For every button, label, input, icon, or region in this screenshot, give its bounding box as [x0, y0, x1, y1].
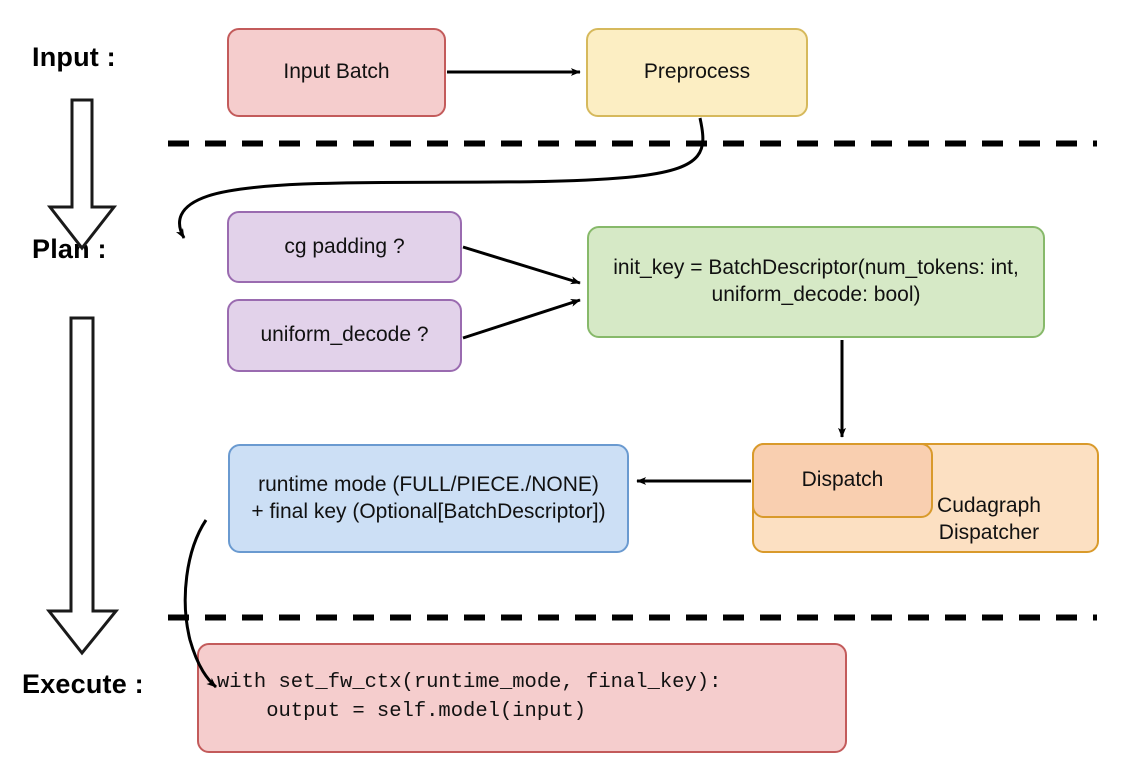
- node-runtime-mode-line1: runtime mode (FULL/PIECE./NONE): [258, 472, 599, 496]
- node-init-key-line2: uniform_decode: bool): [711, 283, 921, 306]
- node-uniform-decode[interactable]: uniform_decode ?: [227, 299, 462, 372]
- node-execute-code-line2: output = self.model(input): [217, 700, 587, 723]
- node-cudagraph-dispatcher-line2: Dispatcher: [938, 521, 1040, 545]
- node-cudagraph-dispatcher-line1: Cudagraph: [937, 494, 1041, 518]
- arrow-uniform-decode-to-init-key: [462, 298, 581, 340]
- node-cg-padding[interactable]: cg padding ?: [227, 211, 462, 283]
- node-execute-code[interactable]: with set_fw_ctx(runtime_mode, final_key)…: [197, 643, 847, 753]
- input-to-plan-stage-arrow: [46, 98, 118, 251]
- node-runtime-mode[interactable]: runtime mode (FULL/PIECE./NONE) + final …: [228, 444, 629, 553]
- arrow-cg-padding-to-init-key: [462, 245, 581, 285]
- node-input-batch[interactable]: Input Batch: [227, 28, 446, 117]
- node-preprocess[interactable]: Preprocess: [586, 28, 808, 117]
- stage-label-execute: Execute :: [22, 669, 144, 699]
- node-execute-code-line1: with set_fw_ctx(runtime_mode, final_key)…: [217, 671, 722, 695]
- node-dispatch[interactable]: Dispatch: [752, 443, 933, 518]
- stage-label-input: Input :: [32, 42, 116, 72]
- node-init-key-line1: init_key = BatchDescriptor(num_tokens: i…: [613, 256, 1019, 280]
- node-runtime-mode-line2: + final key (Optional[BatchDescriptor]): [251, 499, 606, 523]
- plan-to-execute-stage-arrow: [45, 316, 120, 656]
- stage-label-plan: Plan :: [32, 234, 107, 264]
- node-init-key[interactable]: init_key = BatchDescriptor(num_tokens: i…: [587, 226, 1045, 338]
